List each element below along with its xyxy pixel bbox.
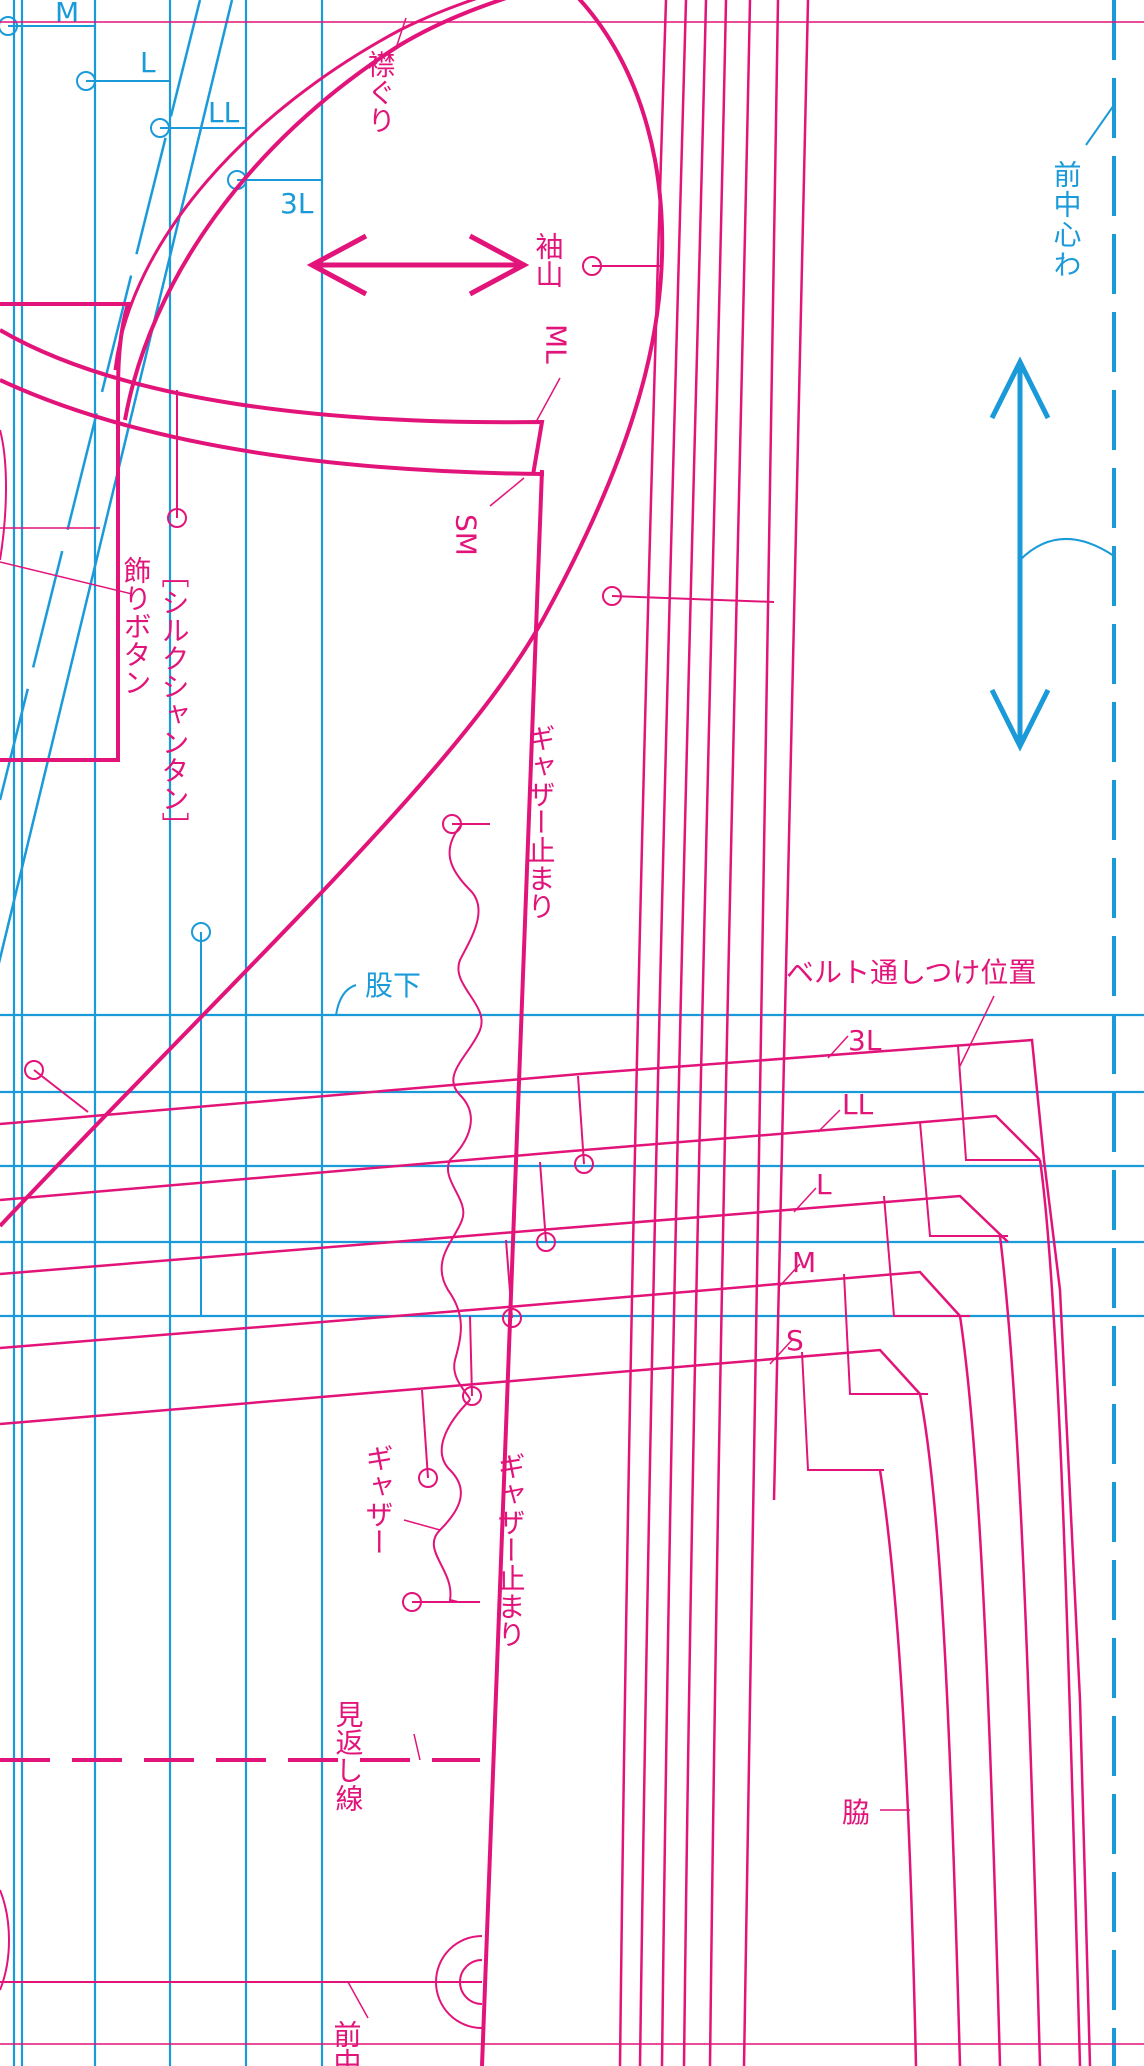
- facing-line-label: 見返し線: [332, 1700, 365, 1812]
- top-size-leaders: [0, 16, 322, 190]
- size-l-label: L: [816, 1168, 832, 1201]
- sm-leader: [489, 477, 525, 507]
- gather-label: ギャザー: [362, 1444, 395, 1556]
- front-edge-line: [480, 469, 544, 2066]
- gather-lower-leader-a: [421, 1389, 429, 1479]
- front-center-top-label: 前中心わ: [1050, 160, 1083, 280]
- cyan-horizontal-lines: [0, 1013, 1144, 1318]
- size-m-label: M: [792, 1246, 816, 1279]
- belt-loop-leader: [959, 995, 995, 1067]
- button-type-label: ［シルクシャンタン］: [158, 560, 191, 840]
- gather-wave-upper: [440, 823, 483, 1401]
- button-leader-circle: [167, 508, 187, 528]
- bundle-leader: [611, 595, 775, 603]
- neckline-large-curve: [0, 0, 665, 1228]
- double-arrow-vertical-icon: [989, 356, 1115, 752]
- cyan-vertical-lines: [12, 0, 324, 2066]
- size-s-label: S: [786, 1324, 804, 1357]
- front-center-bottom-leader: [347, 1981, 369, 2019]
- cyan-leader-circle: [191, 922, 211, 942]
- gather-lower-circle-a: [418, 1468, 438, 1488]
- ml-label: ML: [540, 324, 573, 364]
- size-label-leaders: [769, 1035, 849, 1365]
- size-ll-label: LL: [842, 1088, 874, 1121]
- gather-lower-circle-b: [402, 1592, 422, 1612]
- gather-wave-lower: [432, 1399, 471, 1603]
- yoke-upper-curve: [0, 328, 545, 476]
- size-box-shapes: [801, 1045, 1040, 1471]
- gather-upper-circle: [442, 814, 462, 834]
- side-label: 脇: [842, 1796, 870, 1829]
- yoke-lower-curve: [0, 378, 545, 476]
- size-top-3l-label: 3L: [280, 187, 314, 220]
- ml-leader: [535, 377, 561, 423]
- neckline-leader: [395, 17, 407, 49]
- size-top-ll-label: LL: [208, 96, 240, 129]
- gather-stop-lower-label: ギャザー止まり: [494, 1452, 527, 1648]
- sleeve-cap-circle: [582, 256, 602, 276]
- button-leader: [0, 561, 133, 595]
- size-top-l-label: L: [140, 46, 156, 79]
- decorative-button-label: 飾りボタン: [120, 556, 153, 696]
- waistband-size-lines: [0, 1038, 1092, 2066]
- size-3l-label: 3L: [848, 1024, 882, 1057]
- double-arrow-horizontal-icon: [306, 233, 530, 297]
- neckline-inner-curve: [113, 0, 477, 371]
- sleeve-cap-label: 袖山: [532, 232, 565, 288]
- collar-box: [0, 302, 131, 762]
- front-center-top-leader: [1085, 104, 1115, 146]
- belt-loop-position-label: ベルト通しつけ位置: [786, 956, 1036, 989]
- side-seam-curves: [618, 0, 810, 2066]
- neckline-outer-curve: [123, 0, 507, 421]
- neckline-label: 襟ぐり: [364, 50, 397, 134]
- facing-leader: [413, 1733, 421, 1761]
- crotch-label: 股下: [365, 969, 421, 1002]
- front-center-bottom-label: 前中心: [330, 2020, 363, 2066]
- cyan-diagonals: [0, 0, 234, 964]
- left-button-curve: [0, 429, 7, 561]
- crotch-leader: [335, 984, 357, 1016]
- bundle-leader-circle: [602, 586, 622, 606]
- left-bottom-curve: [0, 1889, 10, 1991]
- pocket-leaders: [24, 1060, 594, 1406]
- size-top-m-label: M: [55, 0, 79, 29]
- gather-label-leader: [403, 1519, 441, 1531]
- gather-stop-upper-label: ギャザー止まり: [524, 724, 557, 920]
- sm-label: SM: [450, 514, 483, 556]
- size-outer-curves: [878, 1159, 1082, 2066]
